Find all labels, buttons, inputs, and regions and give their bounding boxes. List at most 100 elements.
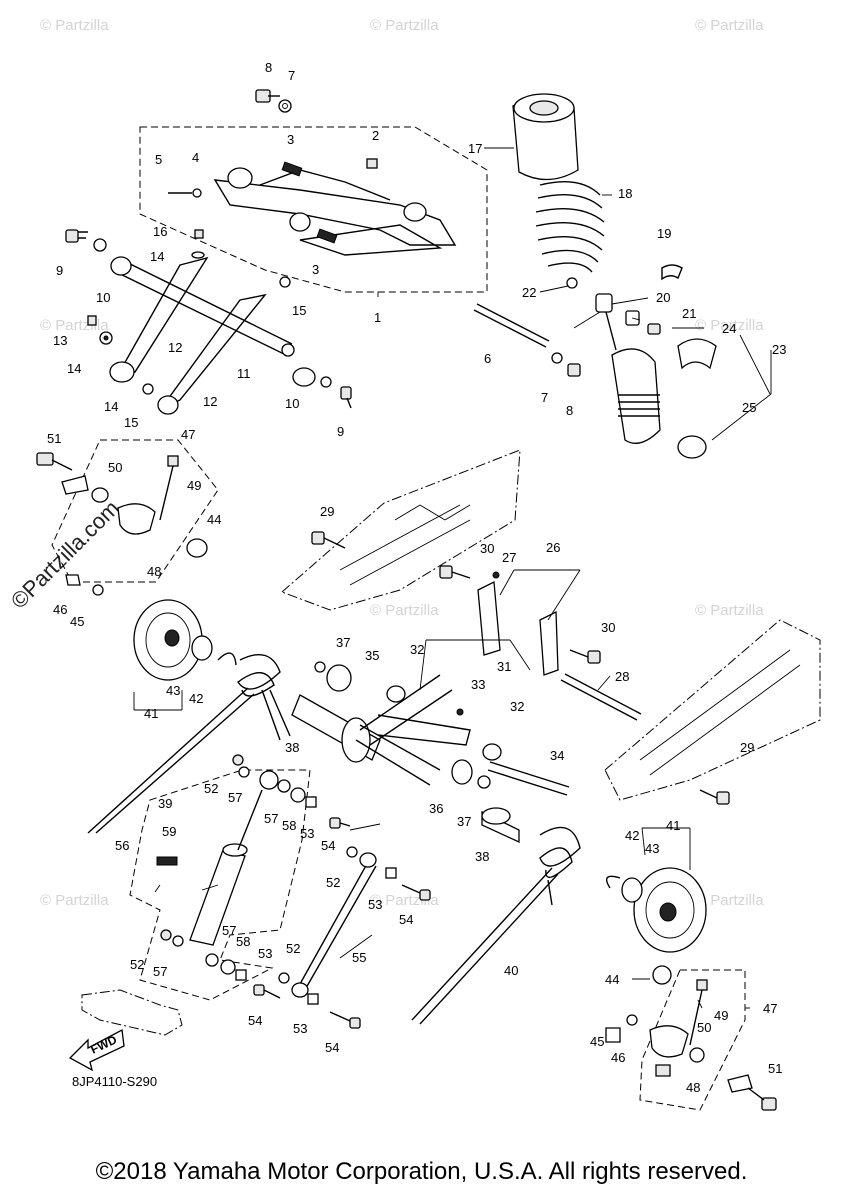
callout-label: 54 [399,912,413,927]
callout-label: 23 [772,342,786,357]
callout-label: 1 [374,310,381,325]
callout-label: 54 [321,838,335,853]
callout-label: 3 [312,262,319,277]
watermark: © Partzilla [370,17,439,34]
callout-label: 11 [237,366,251,381]
watermark: © Partzilla [695,317,764,334]
callout-label: 38 [285,740,299,755]
watermark: © Partzilla [370,602,439,619]
callout-label: 47 [181,427,195,442]
callout-label: 28 [615,669,629,684]
callout-label: 37 [457,814,471,829]
callout-label: 9 [337,424,344,439]
callout-label: 41 [144,706,158,721]
watermark: © Partzilla [695,17,764,34]
callout-label: 39 [158,796,172,811]
callout-label: 45 [590,1034,604,1049]
callout-label: 10 [96,290,110,305]
callout-label: 14 [67,361,81,376]
callout-label: 14 [150,249,164,264]
callout-label: 27 [502,550,516,565]
callout-label: 57 [153,964,167,979]
callout-label: 43 [645,841,659,856]
callout-label: 57 [222,923,236,938]
diagram-code: 8JP4110-S290 [72,1074,158,1089]
leader-lines [133,147,772,1009]
watermark: © Partzilla [695,892,764,909]
callout-label: 16 [153,224,167,239]
callout-label: 52 [130,957,144,972]
watermark: © Partzilla [40,17,109,34]
callout-label: 37 [336,635,350,650]
callout-label: 34 [550,748,564,763]
callout-label: 51 [47,431,61,446]
callout-label: 57 [264,811,278,826]
callout-label: 30 [480,541,494,556]
callout-label: 59 [162,824,176,839]
copyright-footer: ©2018 Yamaha Motor Corporation, U.S.A. A… [95,1158,748,1185]
callout-label: 8 [265,60,272,75]
callout-label: 24 [722,321,736,336]
callout-label: 54 [325,1040,339,1055]
callout-label: 17 [468,141,482,156]
callout-label: 48 [686,1080,700,1095]
callout-label: 35 [365,648,379,663]
callout-labels: 8 7 3 2 5 4 17 18 16 19 14 9 10 22 20 15… [47,60,786,1095]
callout-label: 54 [248,1013,262,1028]
watermark: © Partzilla [40,892,109,909]
callout-label: 7 [288,68,295,83]
callout-label: 53 [368,897,382,912]
callout-label: 29 [320,504,334,519]
callout-label: 22 [522,285,536,300]
callout-label: 2 [372,128,379,143]
callout-label: 46 [53,602,67,617]
front-arm-assembly [65,89,717,459]
callout-label: 57 [228,790,242,805]
callout-label: 10 [285,396,299,411]
callout-label: 52 [204,781,218,796]
callout-label: 46 [611,1050,625,1065]
callout-label: 3 [287,132,294,147]
callout-label: 12 [203,394,217,409]
watermark: © Partzilla [695,602,764,619]
callout-label: 49 [187,478,201,493]
callout-label: 53 [258,946,272,961]
watermark: © Partzilla [40,317,109,334]
callout-label: 13 [53,333,67,348]
callout-label: 53 [293,1021,307,1036]
callout-label: 52 [326,875,340,890]
callout-label: 55 [352,950,366,965]
callout-label: 15 [292,303,306,318]
callout-label: 44 [207,512,221,527]
callout-label: 44 [605,972,619,987]
watermark-large: ©Partzilla.com [6,495,124,613]
callout-label: 58 [236,934,250,949]
rear-arm-assembly: FWD [36,439,821,1111]
callout-label: 20 [656,290,670,305]
callout-label: 48 [147,564,161,579]
callout-label: 4 [192,150,199,165]
callout-label: 15 [124,415,138,430]
callout-label: 14 [104,399,118,414]
callout-label: 51 [768,1061,782,1076]
callout-label: 41 [666,818,680,833]
callout-label: 45 [70,614,84,629]
callout-label: 40 [504,963,518,978]
callout-label: 6 [484,351,491,366]
callout-label: 47 [763,1001,777,1016]
callout-label: 25 [742,400,756,415]
callout-label: 31 [497,659,511,674]
callout-label: 42 [625,828,639,843]
callout-label: 50 [108,460,122,475]
callout-label: 53 [300,826,314,841]
callout-label: 42 [189,691,203,706]
callout-label: 5 [155,152,162,167]
callout-label: 50 [697,1020,711,1035]
callout-label: 12 [168,340,182,355]
callout-label: 18 [618,186,632,201]
callout-label: 7 [541,390,548,405]
callout-label: 43 [166,683,180,698]
callout-label: 9 [56,263,63,278]
callout-label: 32 [410,642,424,657]
